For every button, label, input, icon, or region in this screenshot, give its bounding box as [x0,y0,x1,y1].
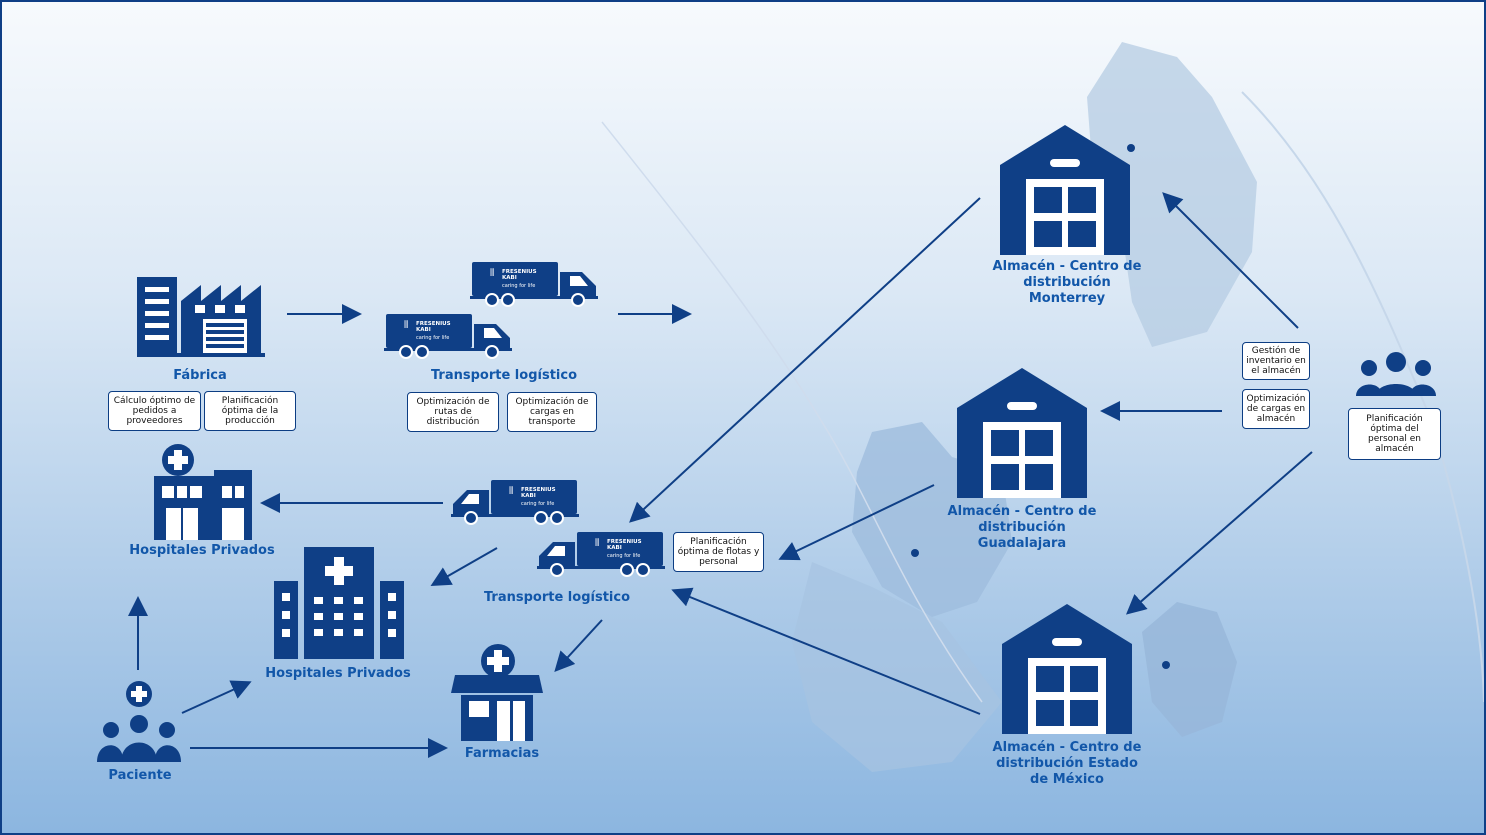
truck-icon-mid-2: ⫴ FRESENIUS KABI caring for life [537,532,665,577]
hospital-icon-large [274,547,404,659]
people-icon-staff [1356,352,1436,396]
box-gestion-inventario: Gestión de inventario en el almacén [1242,342,1310,380]
svg-text:caring for life: caring for life [607,553,640,559]
svg-text:KABI: KABI [521,493,536,499]
warehouse-icon-edomex [1002,604,1132,734]
svg-text:⫴: ⫴ [509,486,513,497]
hospital-mid-label: Hospitales Privados [265,666,411,681]
svg-text:FRESENIUS: FRESENIUS [416,321,451,327]
svg-text:⫴: ⫴ [490,268,494,279]
svg-text:⫴: ⫴ [404,320,408,331]
box-opt-cargas-almacen: Optimización de cargas en almacén [1242,389,1310,429]
box-opt-rutas: Optimización de rutas de distribución [407,392,499,432]
svg-text:caring for life: caring for life [502,283,535,289]
warehouse-icon-guadalajara [957,368,1087,498]
factory-icon [137,277,265,357]
svg-text:FRESENIUS: FRESENIUS [502,269,537,275]
transport-top-label: Transporte logístico [430,368,577,383]
svg-text:FRESENIUS: FRESENIUS [607,539,642,545]
warehouse-edomex-label: Almacén - Centro de distribución Estado … [992,740,1142,787]
truck-icon-top-2: ⫴ FRESENIUS KABI caring for life [384,314,512,359]
hospital-icon-small [154,444,252,540]
warehouse-guadalajara-label: Almacén - Centro de distribución Guadala… [947,504,1097,551]
transport-mid-label: Transporte logístico [483,590,630,605]
svg-text:KABI: KABI [416,327,431,333]
truck-icon-top-1: ⫴ FRESENIUS KABI caring for life [470,262,598,307]
warehouse-monterrey-label: Almacén - Centro de distribución Monterr… [992,259,1142,306]
box-planif-produccion: Planificación óptima de la producción [204,391,296,431]
svg-text:FRESENIUS: FRESENIUS [521,487,556,493]
box-calculo: Cálculo óptimo de pedidos a proveedores [108,391,201,431]
svg-text:caring for life: caring for life [521,501,554,507]
box-opt-cargas-transporte: Optimización de cargas en transporte [507,392,597,432]
svg-text:⫴: ⫴ [595,538,599,549]
svg-text:KABI: KABI [607,545,622,551]
hospital-top-label: Hospitales Privados [129,543,275,558]
patient-icon [97,681,181,762]
factory-label: Fábrica [173,368,227,383]
warehouse-icon-monterrey [1000,125,1130,255]
svg-text:caring for life: caring for life [416,335,449,341]
truck-icon-mid-1: ⫴ FRESENIUS KABI caring for life [451,480,579,525]
pharmacy-label: Farmacias [464,746,540,761]
pharmacy-icon [451,644,543,741]
box-planif-flotas: Planificación óptima de flotas y persona… [673,532,764,572]
patient-label: Paciente [108,768,172,783]
svg-text:KABI: KABI [502,275,517,281]
box-planif-personal: Planificación óptima del personal en alm… [1348,408,1441,460]
